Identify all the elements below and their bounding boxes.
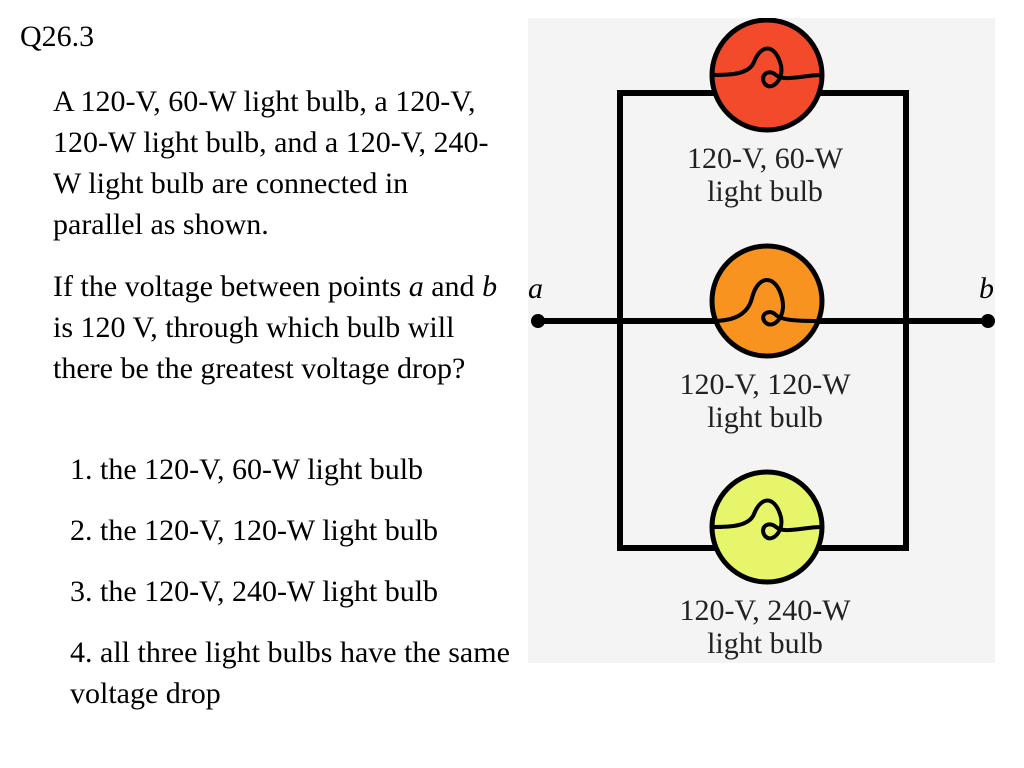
bulb-120w-globe — [709, 243, 825, 359]
bulb-240w-label-line2: light bulb — [707, 627, 823, 660]
answer-choice-1[interactable]: 1. the 120-V, 60-W light bulb — [70, 453, 424, 486]
question-text-segment: If the voltage between points — [53, 270, 409, 303]
answer-choice-2[interactable]: 2. the 120-V, 120-W light bulb — [70, 514, 439, 547]
question-text-segment: is 120 V, through which bulb will there … — [53, 311, 466, 385]
bulb-120w: 120-V, 120-W light bulb — [679, 243, 851, 434]
answer-choice-4[interactable]: 4. all three light bulbs have the same v… — [70, 636, 510, 710]
point-b-label: b — [979, 272, 994, 305]
bulb-120w-label-line1: 120-V, 120-W — [679, 368, 851, 401]
terminal-a-dot — [531, 314, 545, 328]
question-paragraph-1: A 120-V, 60-W light bulb, a 120-V, 120-W… — [53, 85, 489, 241]
point-a-reference: a — [408, 270, 424, 303]
point-b-reference: b — [482, 270, 498, 303]
answer-choice-3[interactable]: 3. the 120-V, 240-W light bulb — [70, 575, 439, 608]
filament-icon — [711, 278, 823, 327]
circuit-diagram: a b 120-V, 60-W light bulb 120-V, 120-W … — [528, 18, 995, 663]
circuit-svg: a b 120-V, 60-W light bulb 120-V, 120-W … — [528, 18, 995, 663]
question-id: Q26.3 — [20, 20, 95, 53]
bulb-60w-label-line2: light bulb — [707, 175, 823, 208]
bulb-60w-label-line1: 120-V, 60-W — [687, 142, 844, 175]
bulb-240w-label-line1: 120-V, 240-W — [679, 594, 851, 627]
question-text-segment: and — [423, 270, 483, 303]
filament-icon — [711, 46, 823, 89]
question-text: A 120-V, 60-W light bulb, a 120-V, 120-W… — [53, 81, 503, 389]
point-a-label: a — [528, 272, 543, 305]
question-paragraph-2: If the voltage between points a and b is… — [53, 266, 503, 389]
bulb-60w: 120-V, 60-W light bulb — [687, 18, 844, 208]
terminal-b-dot — [981, 314, 995, 328]
bulb-240w: 120-V, 240-W light bulb — [679, 469, 851, 660]
bulb-120w-label-line2: light bulb — [707, 401, 823, 434]
answer-choices: 1. the 120-V, 60-W light bulb 2. the 120… — [70, 449, 510, 734]
filament-icon — [711, 498, 823, 541]
